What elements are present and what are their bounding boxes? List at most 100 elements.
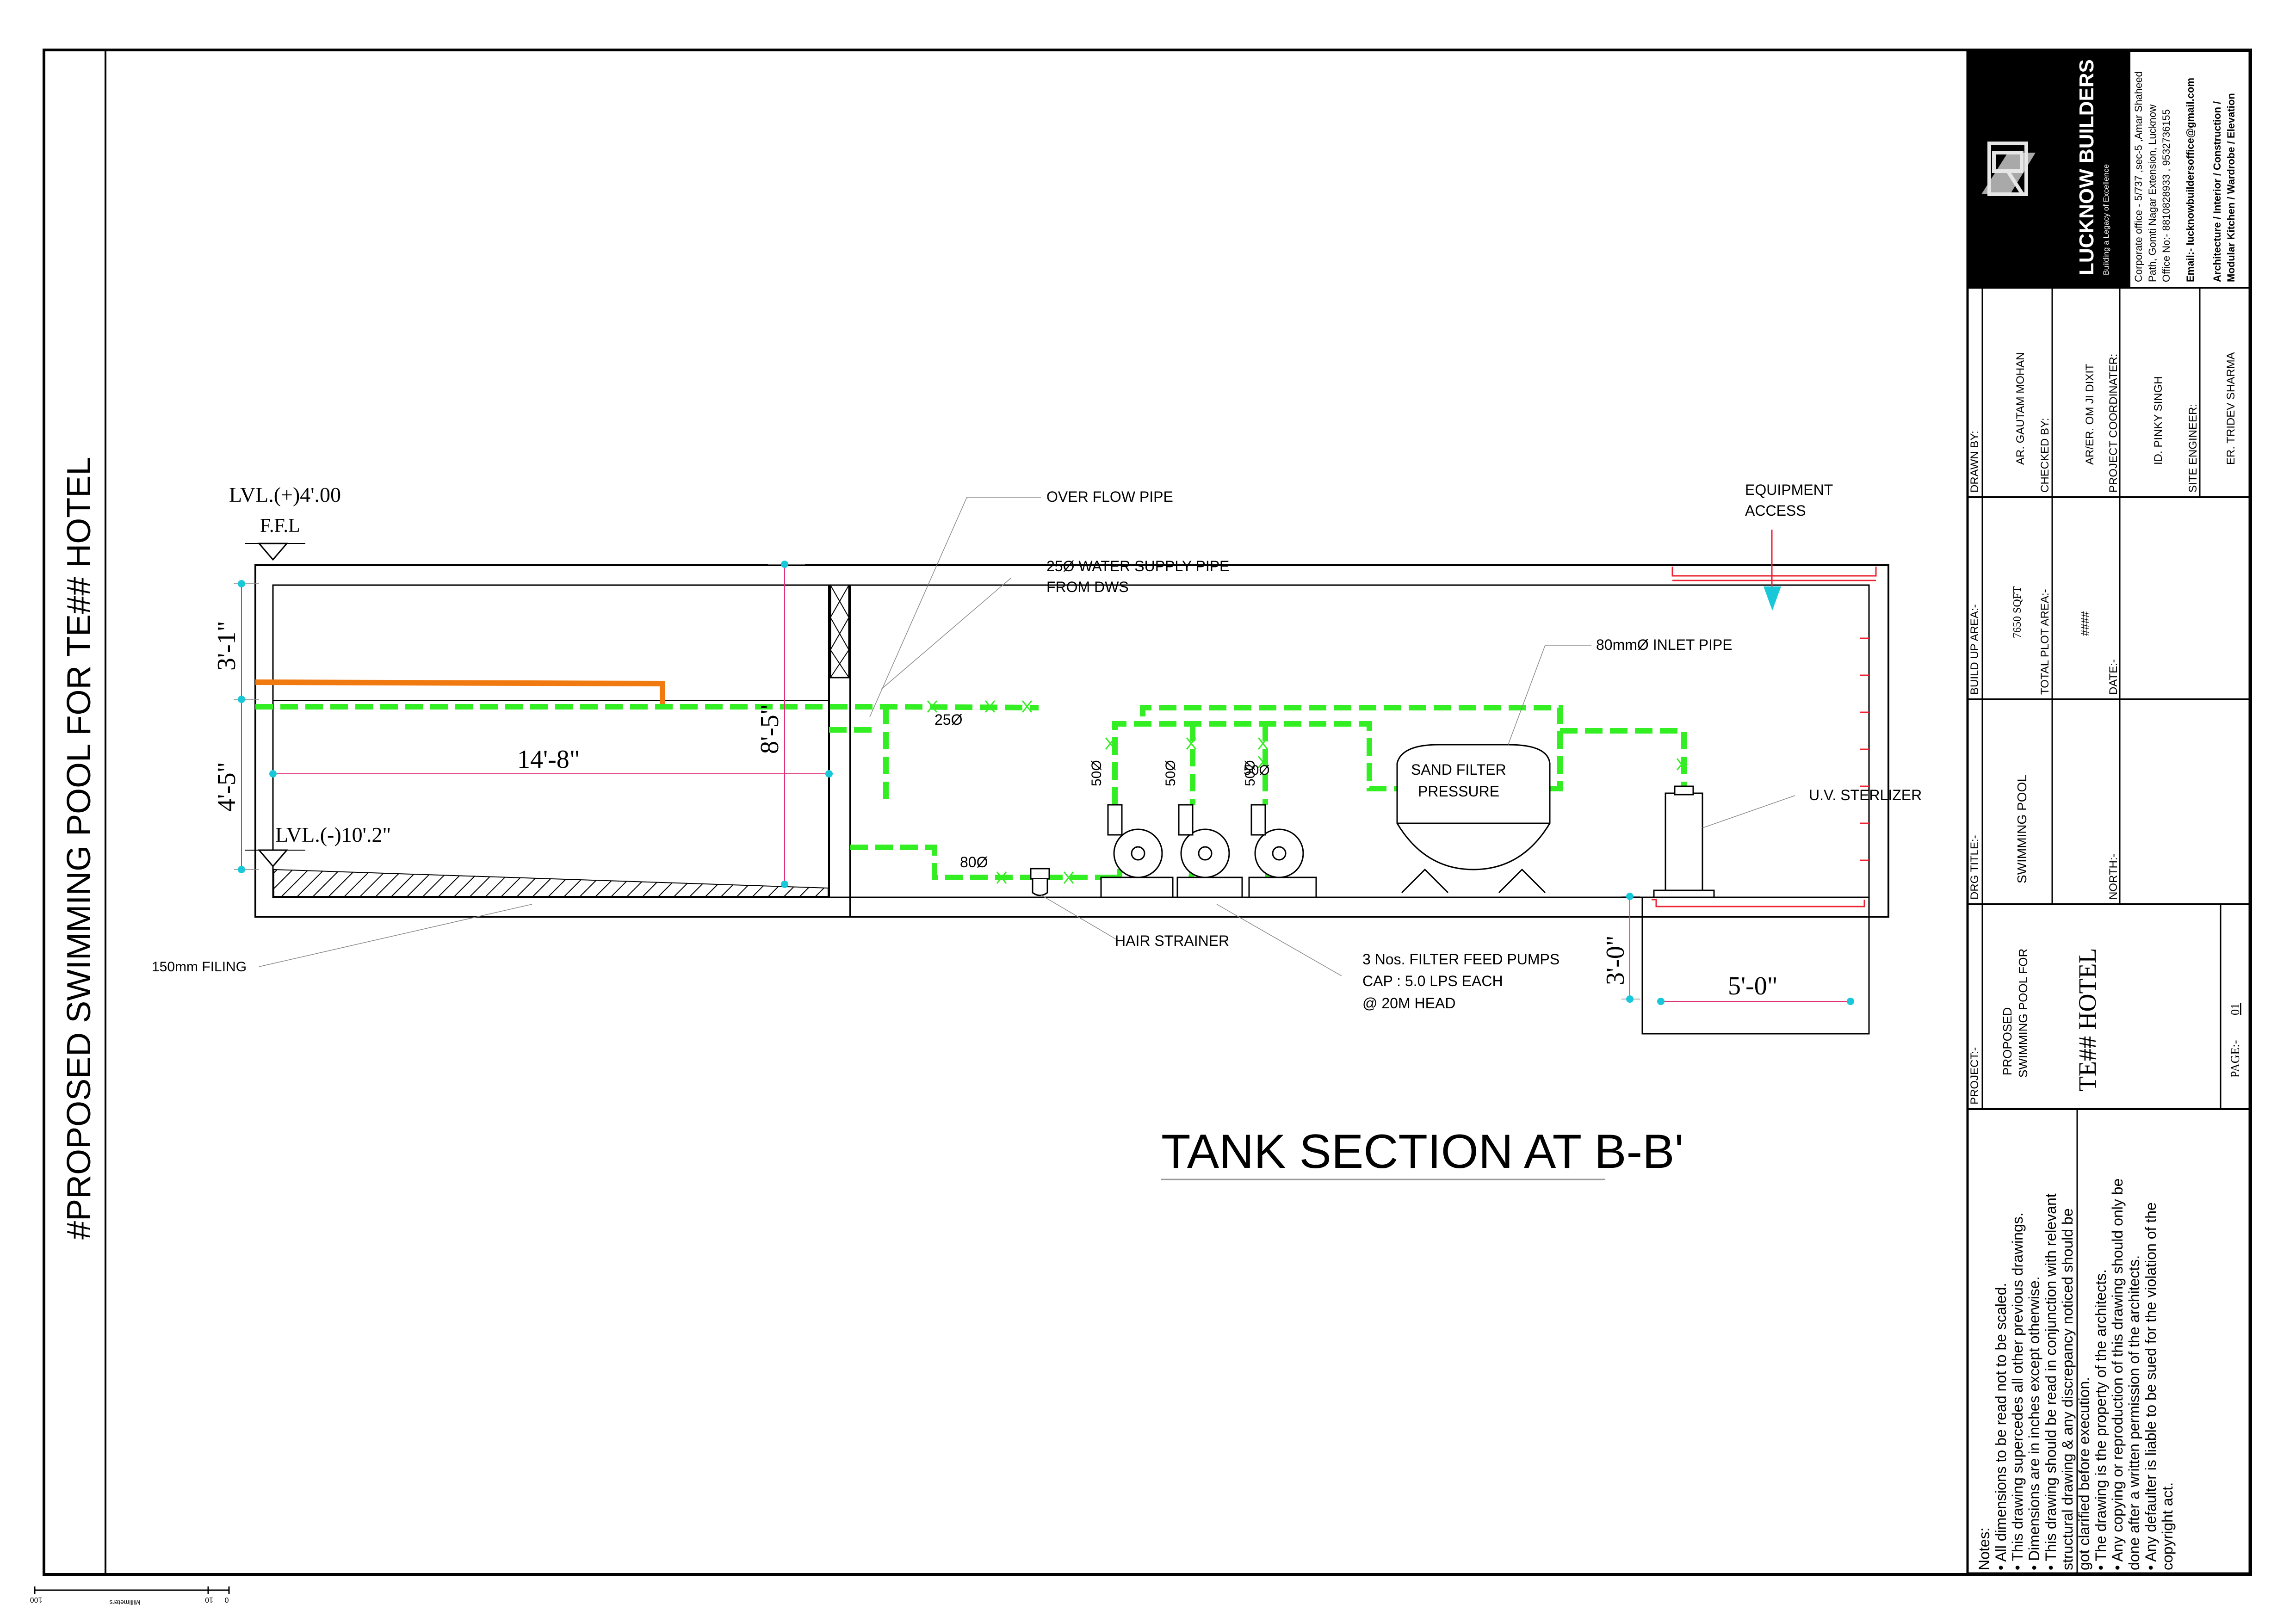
uv-sterilizer-label: U.V. STERLIZER xyxy=(1809,787,1922,803)
note-line: • All dimensions to be read not to be sc… xyxy=(1993,1283,2009,1570)
overflow-pipe-label: OVER FLOW PIPE xyxy=(1046,488,1173,505)
plot-area-label: TOTAL PLOT AREA:- xyxy=(2039,589,2051,695)
pipe-size-50: 50Ø xyxy=(1163,760,1178,786)
build-up-value: 7650 SQFT xyxy=(2011,586,2024,638)
scale-tick-10: 10 xyxy=(205,1596,213,1604)
tank-section xyxy=(234,497,1889,1035)
hair-strainer-label: HAIR STRAINER xyxy=(1115,932,1229,949)
dim-4-5: 4'-5" xyxy=(212,762,241,812)
dimension-lines xyxy=(241,564,1850,1002)
note-line: structural drawing & any discrepancy not… xyxy=(2059,1208,2076,1570)
tank-inner-wall xyxy=(272,584,1870,898)
address-line-3: Office No:- 8810828933 , 9532736155 xyxy=(2160,109,2172,282)
logo-mark xyxy=(1981,142,2036,196)
project-line-3: TE## HOTEL xyxy=(2073,948,2101,1092)
dim-5-0: 5'-0" xyxy=(1728,972,1778,1000)
side-title: #PROPOSED SWIMMING POOL FOR TE## HOTEL xyxy=(61,457,98,1240)
access-arrow-icon xyxy=(1764,586,1781,611)
filter-feed-pumps xyxy=(1100,804,1317,898)
overflow-pipe xyxy=(255,679,665,708)
coordinator-value: ID. PINKY SINGH xyxy=(2152,376,2165,465)
scale-tick-0: 0 xyxy=(224,1596,229,1604)
plot-area-value: #### xyxy=(2079,611,2092,636)
scale-bar: Millimeters 100 10 0 xyxy=(30,1586,230,1606)
level-bottom-label: LVL.(-)10'.2" xyxy=(275,823,391,846)
equipment-access-label-1: EQUIPMENT xyxy=(1745,481,1833,498)
drg-title-label: DRG TITLE:- xyxy=(1968,835,1981,900)
note-line: • This drawing supercedes all other prev… xyxy=(2009,1212,2026,1570)
pipe-size-50: 50Ø xyxy=(1244,763,1270,778)
dim-3-1: 3'-1" xyxy=(212,621,241,671)
inlet-pipe-label: 80mmØ INLET PIPE xyxy=(1596,636,1733,653)
pump-pit xyxy=(1641,896,1870,1035)
pump-body xyxy=(1254,828,1304,878)
hair-strainer xyxy=(1030,868,1050,896)
section-title: TANK SECTION AT B-B' xyxy=(1161,1125,1683,1179)
uv-sterilizer xyxy=(1653,785,1715,898)
build-up-label: BUILD UP AREA:- xyxy=(1968,604,1981,695)
note-line: • Dimensions are in inches except otherw… xyxy=(2026,1277,2042,1571)
pipe-size-50: 50Ø xyxy=(1243,760,1258,786)
checked-by-label: CHECKED BY: xyxy=(2039,418,2051,493)
sand-filter-label-1: SAND FILTER xyxy=(1411,761,1506,778)
project-line-2: SWIMMING POOL FOR xyxy=(2016,949,2030,1078)
title-block: LUCKNOW BUILDERS Building a Legacy of Ex… xyxy=(1966,49,2251,1575)
pipe-size-80: 80Ø xyxy=(960,854,988,870)
company-name: LUCKNOW BUILDERS xyxy=(2075,59,2098,275)
pipe-valves xyxy=(927,700,1687,884)
pump-body xyxy=(1180,828,1230,878)
page-label: PAGE:- xyxy=(2228,1040,2242,1078)
company-tagline: Building a Legacy of Excellence xyxy=(2102,164,2110,275)
scale-unit: Millimeters xyxy=(110,1599,141,1606)
note-line: • This drawing should be read in conjunc… xyxy=(2042,1193,2059,1570)
filing-hatch xyxy=(273,869,829,897)
north-label: NORTH:- xyxy=(2107,853,2120,900)
level-marker-bottom xyxy=(257,849,289,868)
address-line-2: Path, Gomti Nagar Extension, Lucknow xyxy=(2147,105,2158,282)
level-marker-top xyxy=(257,543,289,561)
checked-by-value: AR/ER. OM JI DIXIT xyxy=(2084,364,2096,465)
pipe-size-50: 50Ø xyxy=(1089,760,1104,786)
services-line-2: Modular Kitchen / Wardrobe / Elevation xyxy=(2225,93,2237,282)
page-number: 01 xyxy=(2228,1003,2242,1015)
pump-base xyxy=(1176,876,1243,898)
notes-list: • All dimensions to be read not to be sc… xyxy=(1993,1179,2176,1570)
coordinator-label: PROJECT COORDINATER: xyxy=(2107,354,2120,493)
pump-body xyxy=(1113,828,1163,878)
date-label: DATE:- xyxy=(2107,659,2120,695)
drawn-by-value: AR. GAUTAM MOHAN xyxy=(2014,352,2027,465)
level-top-label: LVL.(+)4'.00 xyxy=(229,483,341,506)
note-line: got clarified before execution. xyxy=(2076,1377,2092,1570)
note-line: • Any defaulter is liable to be sued for… xyxy=(2142,1202,2159,1570)
water-supply-label-2: FROM DWS xyxy=(1046,579,1129,595)
scale-tick-100: 100 xyxy=(30,1596,43,1604)
company-email[interactable]: Email:- lucknowbuildersoffice@gmail.com xyxy=(2185,78,2196,282)
pumps-label-3: @ 20M HEAD xyxy=(1362,995,1455,1012)
address-line-1: Corporate office - 5/737 ,sec-5 ,Amar Sh… xyxy=(2133,71,2144,282)
notes-heading: Notes: xyxy=(1976,1528,1993,1570)
water-supply-label-1: 25Ø WATER SUPPLY PIPE xyxy=(1046,558,1229,574)
site-engineer-value: ER. TRIDEV SHARMA xyxy=(2225,352,2237,465)
note-line: copyright act. xyxy=(2159,1482,2176,1570)
site-engineer-label: SITE ENGINEER: xyxy=(2187,404,2199,493)
leader-lines xyxy=(259,497,1795,976)
dim-8-5: 8'-5" xyxy=(755,704,784,754)
project-label: PROJECT:- xyxy=(1968,1047,1981,1105)
ffl-label: F.F.L xyxy=(260,515,300,537)
sand-filter-label-2: PRESSURE xyxy=(1418,783,1499,800)
project-line-1: PROPOSED xyxy=(2000,1007,2014,1075)
tank-outer-wall xyxy=(254,564,1889,918)
pump-base xyxy=(1248,876,1317,898)
equipment-access xyxy=(1652,530,1877,907)
pipe-size-25: 25Ø xyxy=(934,711,962,728)
drawing-labels: LVL.(+)4'.00 F.F.L LVL.(-)10'.2" 3'-1" 4… xyxy=(152,481,1922,1180)
note-line: done after a written permission of the a… xyxy=(2126,1255,2142,1570)
equipment-access-label-2: ACCESS xyxy=(1745,502,1806,519)
services-line-1: Architecture / Interior / Construction / xyxy=(2211,101,2223,282)
drg-title-value: SWIMMING POOL xyxy=(2015,775,2029,883)
drawn-by-label: DRAWN BY: xyxy=(1968,431,1981,493)
dim-14-8: 14'-8" xyxy=(517,745,580,774)
sand-filter xyxy=(1396,744,1551,894)
pumps-label-2: CAP : 5.0 LPS EACH xyxy=(1362,973,1503,989)
